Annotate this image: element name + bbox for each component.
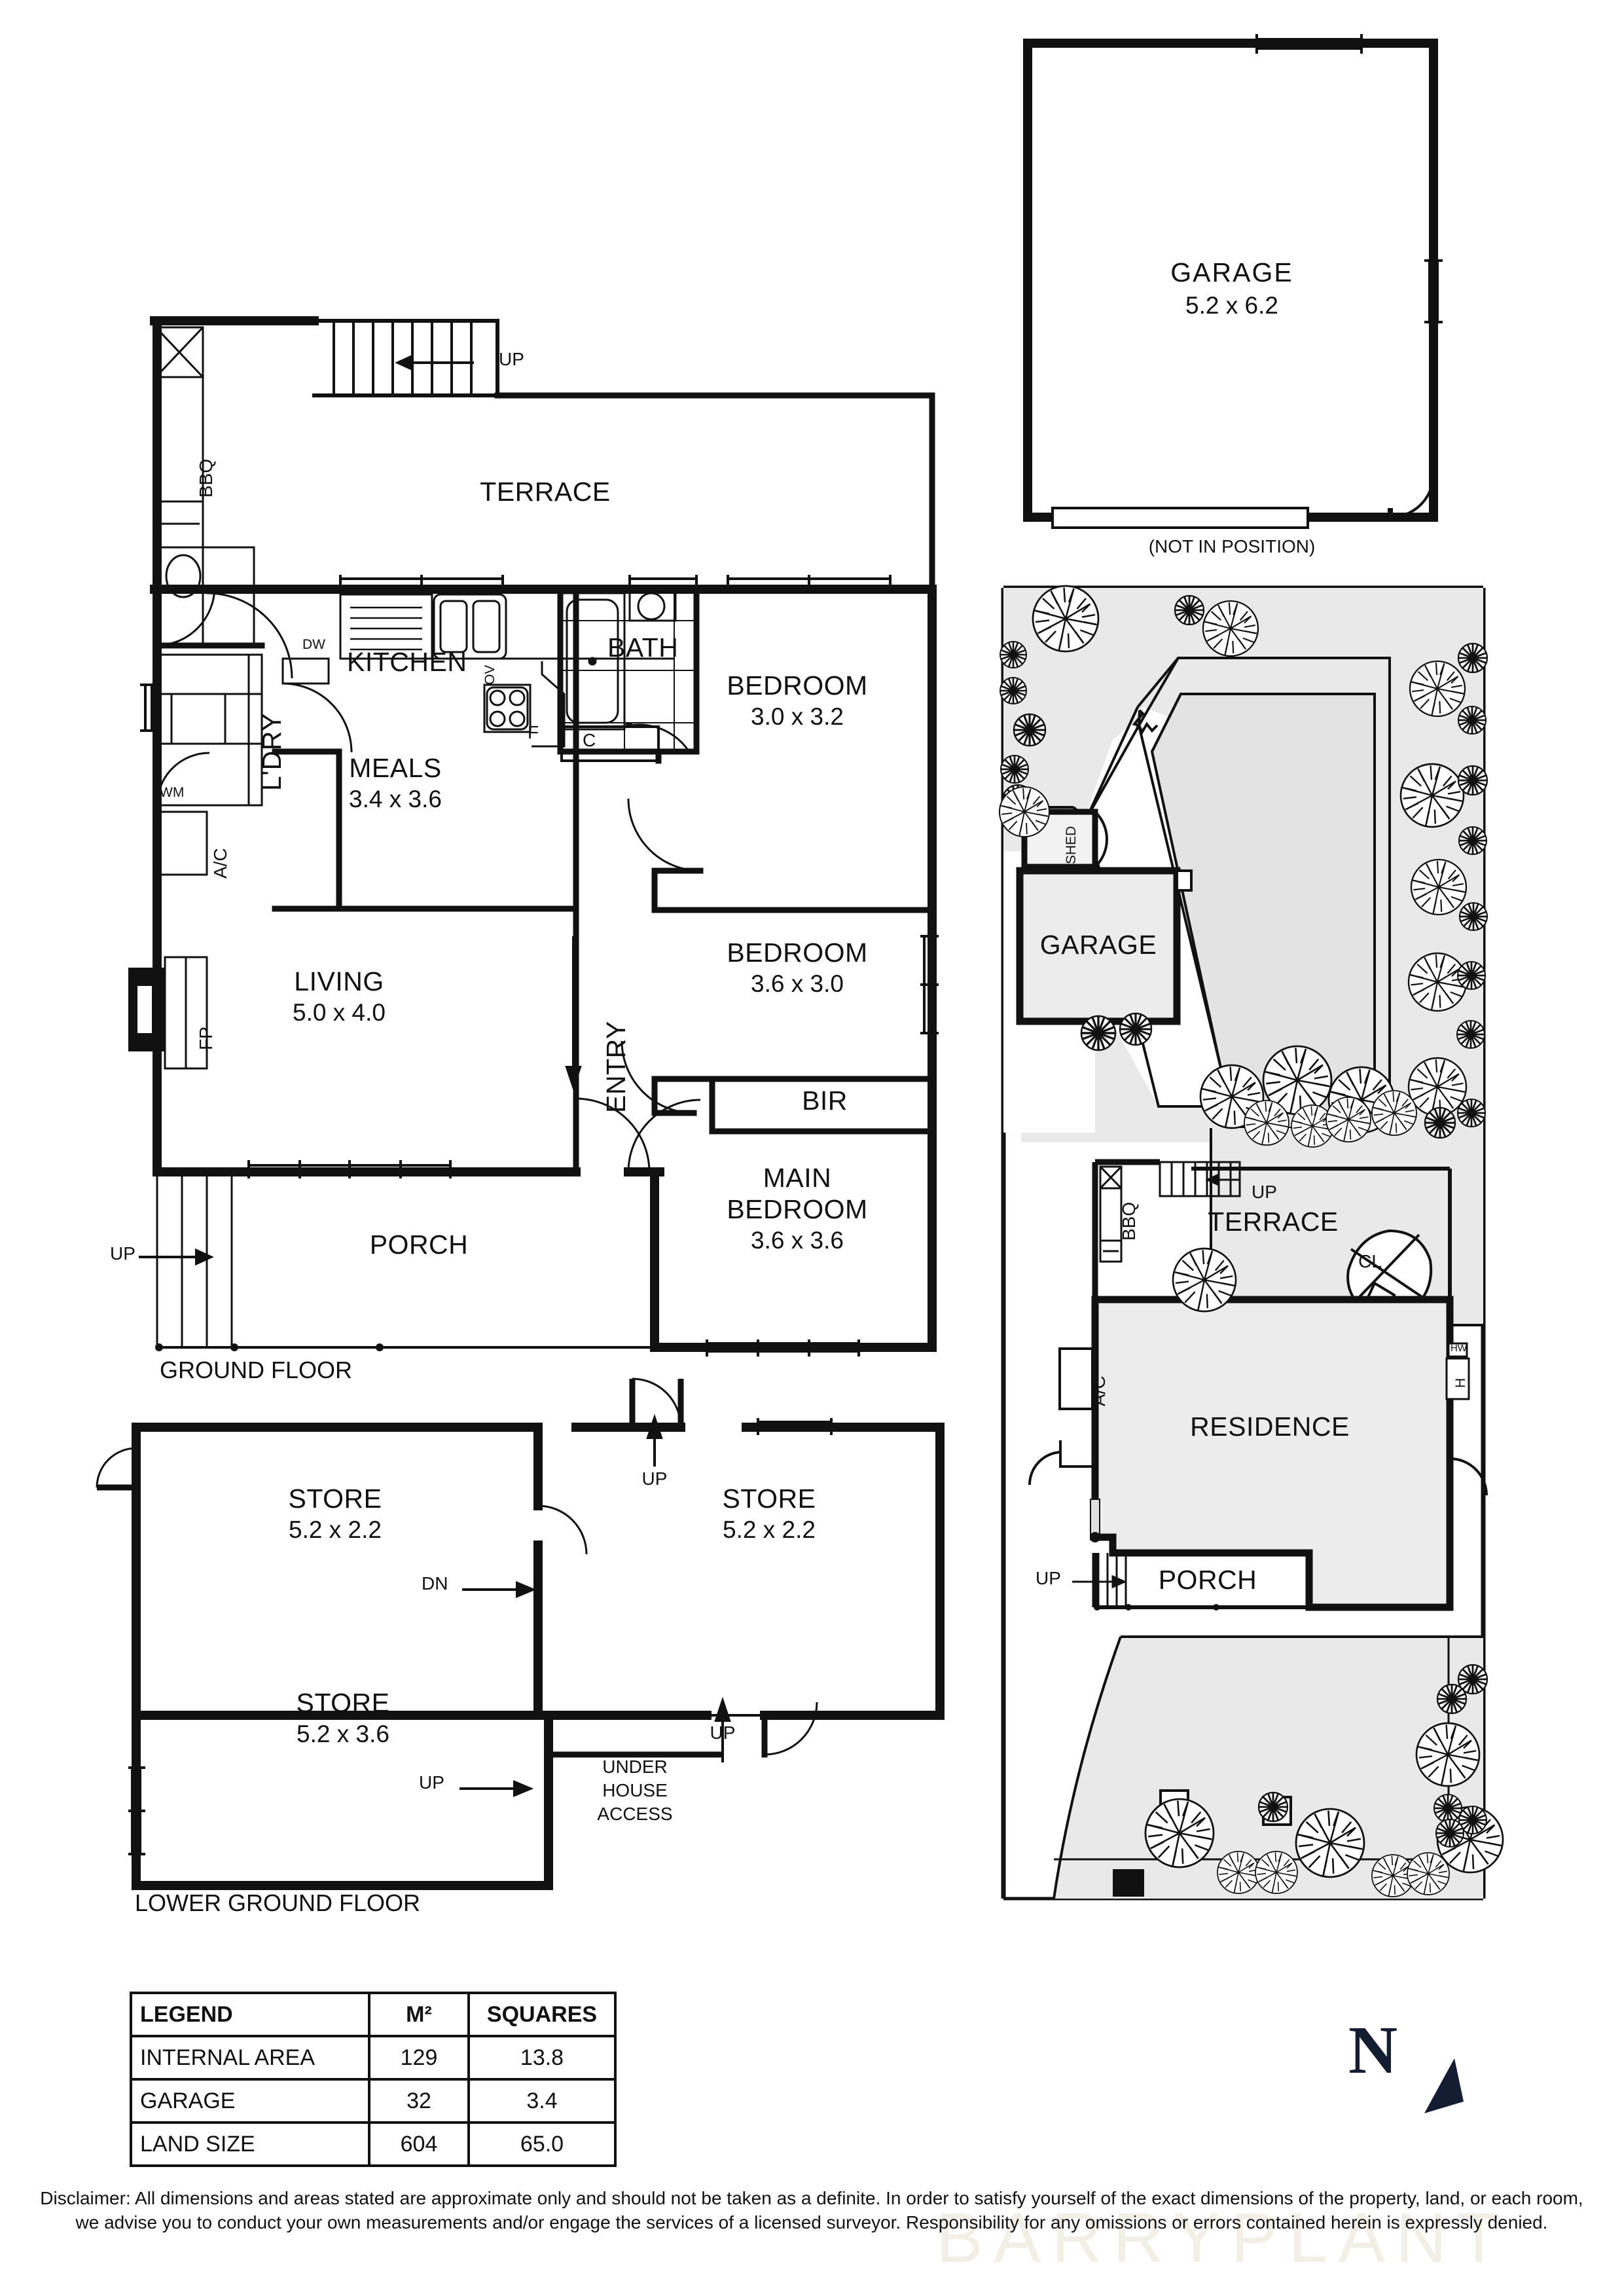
legend-row-internal-area-squares: 13.8 <box>467 2035 617 2081</box>
under-house-line-2: HOUSE <box>602 1780 668 1800</box>
site-label-residence: RESIDENCE <box>1190 1412 1350 1442</box>
label-fireplace: FP <box>196 1027 216 1050</box>
site-label-hot-water: HW <box>1451 1343 1467 1354</box>
stair-up-label-mid-left: UP <box>419 1772 444 1793</box>
ground-floor-plan <box>128 316 939 1357</box>
room-label-detached-garage: GARAGE <box>1170 257 1293 287</box>
label-dishwasher: DW <box>302 637 325 652</box>
site-stair-up-terrace: UP <box>1252 1182 1277 1202</box>
ground-floor-title: GROUND FLOOR <box>160 1357 353 1383</box>
under-house-line-3: ACCESS <box>597 1804 673 1824</box>
stair-up-porch-label: UP <box>110 1243 135 1264</box>
legend-row-land-size-m2: 604 <box>368 2121 470 2167</box>
legend-row-land-size-squares: 65.0 <box>467 2121 617 2167</box>
label-cupboard: C <box>583 730 596 750</box>
room-label-terrace: TERRACE <box>480 477 611 507</box>
dimension-store-1: 5.2 x 2.2 <box>289 1516 382 1543</box>
legend-row-land-size-name: LAND SIZE <box>130 2121 370 2167</box>
legend-table: LEGEND M² SQUARES INTERNAL AREA 129 13.8… <box>130 1992 617 2167</box>
detached-garage-plan <box>1023 34 1443 529</box>
room-label-meals: MEALS <box>349 753 442 783</box>
room-label-laundry: L'DRY <box>257 713 287 791</box>
stair-dn-label: DN <box>422 1573 448 1594</box>
room-label-store-3: STORE <box>296 1688 390 1718</box>
room-label-bir: BIR <box>802 1085 848 1116</box>
site-label-heater: H <box>1453 1377 1468 1388</box>
label-fridge: F <box>528 722 539 742</box>
site-stair-up-porch: UP <box>1036 1568 1061 1588</box>
site-label-porch: PORCH <box>1158 1565 1257 1595</box>
dimension-main-bedroom: 3.6 x 3.6 <box>751 1227 844 1254</box>
room-label-main-bedroom: BEDROOM <box>727 1194 868 1224</box>
legend-row-garage-name: GARAGE <box>130 2078 370 2124</box>
watermark: BARRYPLANT <box>936 2198 1511 2277</box>
site-label-air-conditioner: A/C <box>1089 1376 1109 1406</box>
room-label-bedroom-1: BEDROOM <box>727 670 868 701</box>
stair-up-label-top: UP <box>641 1468 668 1489</box>
dimension-living: 5.0 x 4.0 <box>293 999 386 1026</box>
legend-row-internal-area-m2: 129 <box>368 2035 470 2081</box>
room-label-store-1: STORE <box>288 1484 382 1514</box>
stair-up-label-mid-right: UP <box>710 1722 736 1743</box>
label-air-conditioner: A/C <box>210 848 230 879</box>
legend-row-garage-m2: 32 <box>368 2078 470 2124</box>
dimension-bedroom-1: 3.0 x 3.2 <box>751 703 844 730</box>
room-label-entry: ENTRY <box>601 1021 631 1113</box>
legend-row-garage-squares: 3.4 <box>467 2078 617 2124</box>
site-plan <box>998 585 1504 1901</box>
dimension-detached-garage: 5.2 x 6.2 <box>1185 292 1278 319</box>
room-label-bedroom-2: BEDROOM <box>727 938 868 968</box>
detached-garage-note: (NOT IN POSITION) <box>1148 536 1316 556</box>
room-label-store-2: STORE <box>722 1484 816 1514</box>
room-label-kitchen: KITCHEN <box>347 647 467 677</box>
site-label-clothesline: CL <box>1358 1251 1382 1271</box>
dimension-meals: 3.4 x 3.6 <box>349 786 442 812</box>
disclaimer-text: Disclaimer: All dimensions and areas sta… <box>40 2188 1583 2232</box>
room-label-porch: PORCH <box>369 1230 469 1260</box>
legend-header-squares: SQUARES <box>467 1992 617 2037</box>
room-label-bath: BATH <box>607 632 679 663</box>
compass: N <box>1348 2013 1464 2113</box>
legend-header-m2: M² <box>368 1992 470 2037</box>
label-bbq: BBQ <box>196 458 216 498</box>
lower-ground-floor-title: LOWER GROUND FLOOR <box>135 1889 421 1916</box>
dimension-store-3: 5.2 x 3.6 <box>297 1721 389 1747</box>
room-label-living: LIVING <box>294 966 384 996</box>
legend-row-internal-area-name: INTERNAL AREA <box>130 2035 370 2081</box>
table-row: LAND SIZE 604 65.0 <box>130 2121 617 2167</box>
legend-header-legend: LEGEND <box>130 1992 370 2037</box>
label-washing-machine: WM <box>160 785 185 800</box>
label-main: MAIN <box>763 1163 832 1193</box>
dimension-store-2: 5.2 x 2.2 <box>723 1516 816 1543</box>
table-row: GARAGE 32 3.4 <box>130 2078 617 2124</box>
dimension-bedroom-2: 3.6 x 3.0 <box>751 970 844 997</box>
label-oven: OV <box>482 665 497 685</box>
legend-header-row: LEGEND M² SQUARES <box>130 1992 617 2037</box>
lower-ground-floor-plan <box>96 1377 945 1890</box>
stair-up-terrace-label: UP <box>499 349 524 369</box>
table-row: INTERNAL AREA 129 13.8 <box>130 2035 617 2081</box>
site-label-terrace: TERRACE <box>1208 1207 1339 1237</box>
compass-needle-icon <box>1424 2058 1464 2113</box>
site-label-shed: SHED <box>1064 826 1079 864</box>
under-house-line-1: UNDER <box>602 1757 668 1777</box>
site-label-bbq: BBQ <box>1119 1201 1139 1241</box>
site-label-garage: GARAGE <box>1039 930 1157 960</box>
compass-north-letter: N <box>1348 2013 1398 2088</box>
